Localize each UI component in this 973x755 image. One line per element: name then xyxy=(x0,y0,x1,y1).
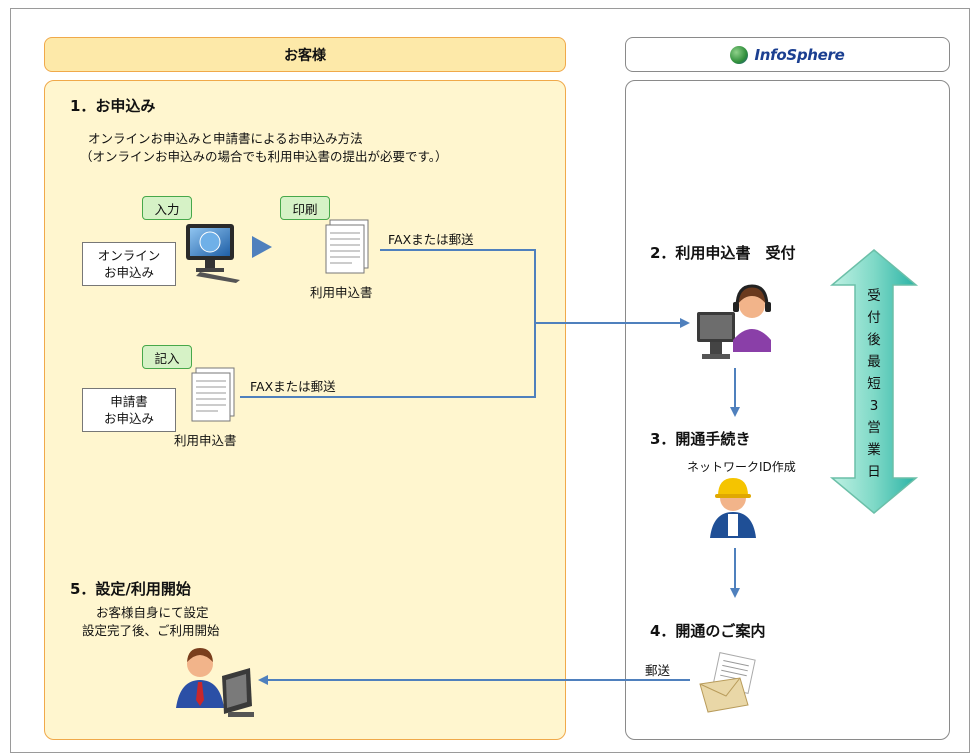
mail-envelope-icon xyxy=(699,652,756,713)
step4-title: 4．開通のご案内 xyxy=(650,622,766,640)
step1-title: 1．お申込み xyxy=(70,97,156,115)
form-label-bottom: 利用申込書 xyxy=(174,433,237,448)
shinsei-line1: 申請書 xyxy=(110,394,148,409)
paper-application-callout: 申請書 お申込み xyxy=(82,388,176,432)
form-label-top: 利用申込書 xyxy=(310,285,373,300)
fax-connector-top xyxy=(380,249,536,323)
step5-line1: お客様自身にて設定 xyxy=(96,605,209,620)
operator-icon xyxy=(697,284,771,359)
step5-title: 5．設定/利用開始 xyxy=(70,580,191,598)
document-icon-fill xyxy=(191,367,235,422)
infosphere-header: InfoSphere xyxy=(625,37,950,72)
shinsei-line2: お申込み xyxy=(103,411,154,426)
step5-line2: 設定完了後、ご利用開始 xyxy=(82,623,220,638)
network-id-label: ネットワークID作成 xyxy=(687,460,796,474)
online-line1: オンライン xyxy=(97,248,161,263)
tag-input-label: 入力 xyxy=(154,201,180,217)
tag-print-label: 印刷 xyxy=(292,201,318,217)
step2-title: 2．利用申込書 受付 xyxy=(650,244,796,262)
step1-desc-line1: オンラインお申込みと申請書によるお申込み方法 xyxy=(88,131,363,146)
computer-icon xyxy=(186,224,240,283)
next-triangle-icon xyxy=(252,236,272,258)
customer-header-label: お客様 xyxy=(284,47,326,64)
step1-desc-line2: （オンラインお申込みの場合でも利用申込書の提出が必要です。） xyxy=(80,149,448,164)
fax-label-bottom: FAXまたは郵送 xyxy=(250,379,336,394)
online-application-callout: オンライン お申込み xyxy=(82,242,176,286)
step3-title: 3．開通手続き xyxy=(650,430,751,448)
mail-label: 郵送 xyxy=(645,663,671,678)
infosphere-panel xyxy=(625,80,950,740)
tag-input: 入力 xyxy=(142,196,192,220)
fax-connector-bottom xyxy=(240,323,536,398)
tag-fill-label: 記入 xyxy=(154,350,180,366)
lead-time-double-arrow xyxy=(829,249,919,514)
infosphere-logo: InfoSphere xyxy=(730,45,845,64)
tag-fill: 記入 xyxy=(142,345,192,369)
user-at-computer-icon xyxy=(176,648,254,717)
customer-header: お客様 xyxy=(44,37,566,72)
fax-label-top: FAXまたは郵送 xyxy=(388,232,474,247)
online-line2: お申込み xyxy=(103,265,154,280)
logo-text: InfoSphere xyxy=(754,45,845,64)
tag-print: 印刷 xyxy=(280,196,330,220)
globe-logo-icon xyxy=(730,45,749,64)
worker-icon xyxy=(710,478,756,538)
document-icon-print xyxy=(325,219,369,274)
